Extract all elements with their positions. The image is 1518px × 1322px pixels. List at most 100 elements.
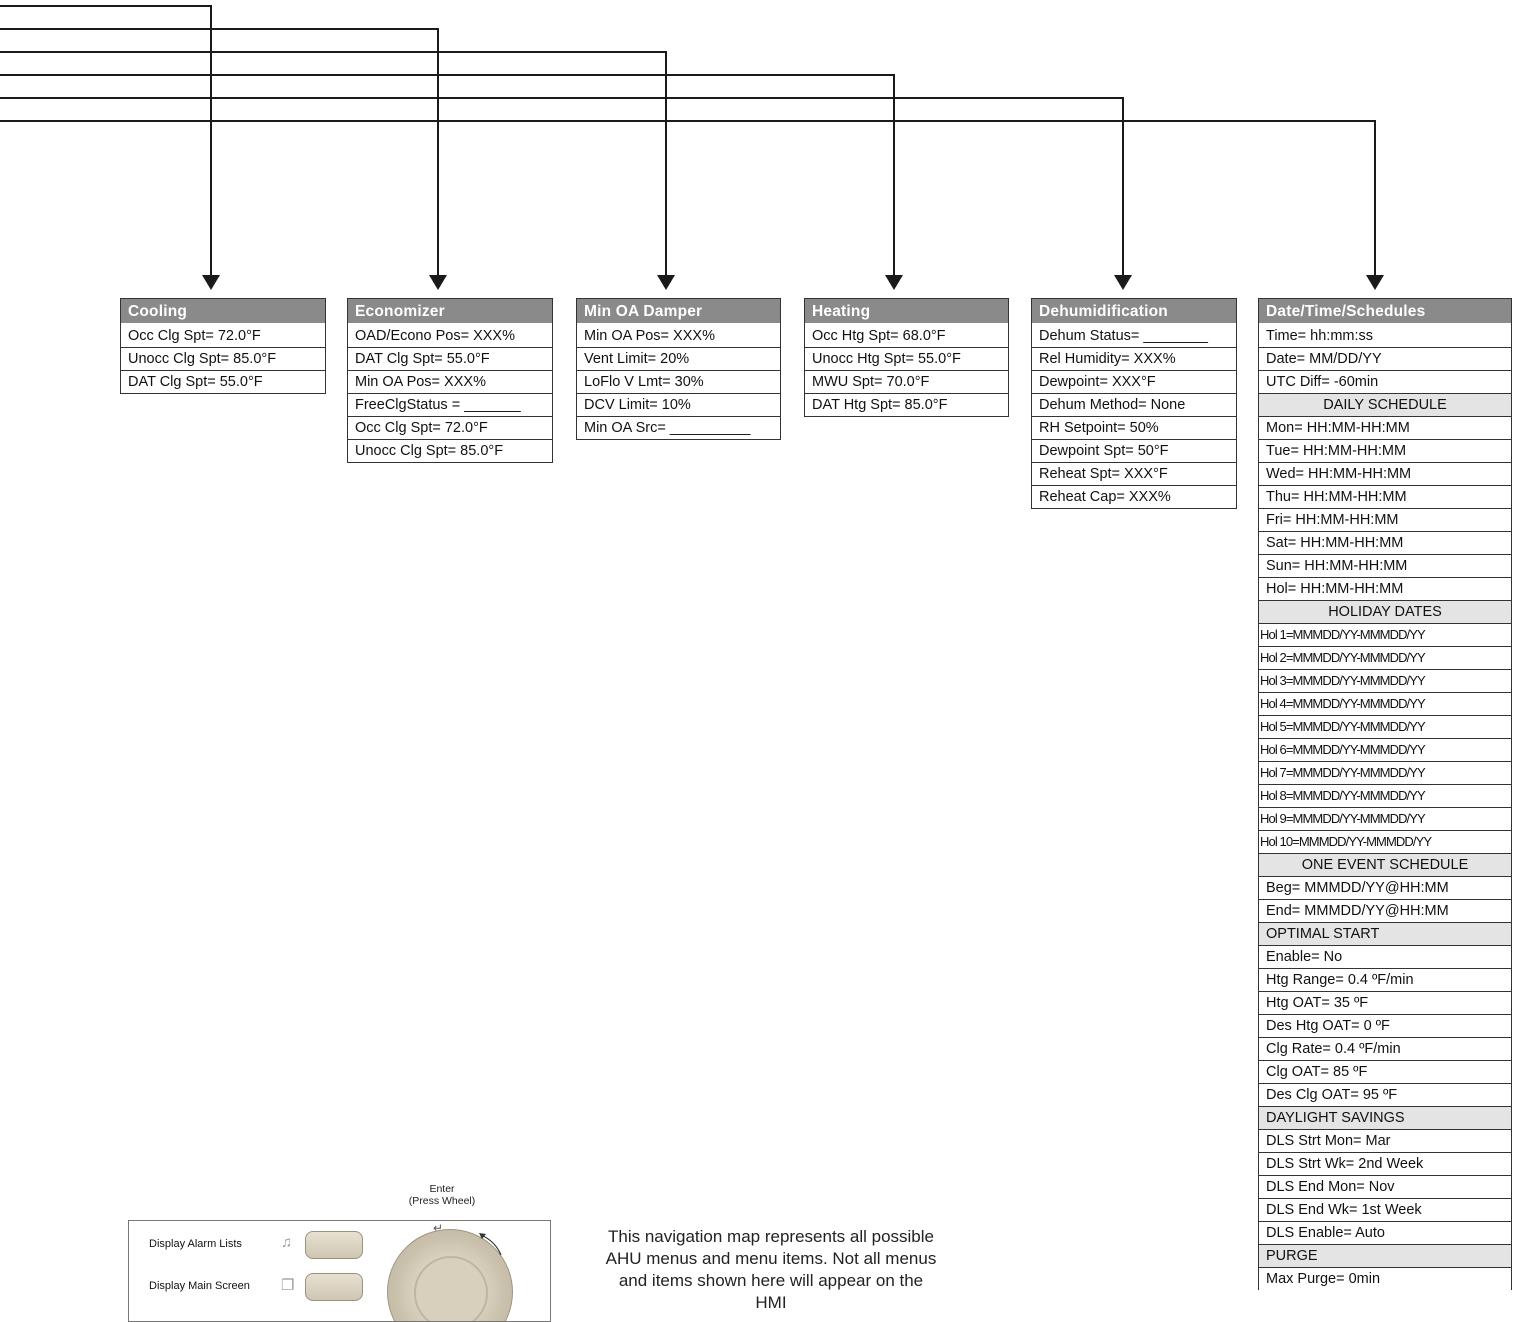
menu-item[interactable]: Min OA Pos= XXX% bbox=[348, 370, 552, 393]
cooling-connector bbox=[0, 5, 212, 276]
menu-item[interactable]: End= MMMDD/YY@HH:MM bbox=[1259, 899, 1511, 922]
menu-item[interactable]: Hol= HH:MM-HH:MM bbox=[1259, 577, 1511, 600]
menu-item[interactable]: DLS End Wk= 1st Week bbox=[1259, 1198, 1511, 1221]
menu-item[interactable]: DLS Strt Wk= 2nd Week bbox=[1259, 1152, 1511, 1175]
menu-items: Occ Clg Spt= 72.0°F Unocc Clg Spt= 85.0°F… bbox=[121, 325, 325, 393]
menu-item[interactable]: Hol 6=MMMDD/YY-MMMDD/YY bbox=[1259, 738, 1511, 761]
menu-item[interactable]: Dewpoint= XXX°F bbox=[1032, 370, 1236, 393]
menu-item[interactable]: Clg OAT= 85 ºF bbox=[1259, 1060, 1511, 1083]
menu-item[interactable]: Des Htg OAT= 0 ºF bbox=[1259, 1014, 1511, 1037]
menu-item[interactable]: DLS Strt Mon= Mar bbox=[1259, 1129, 1511, 1152]
menu-item[interactable]: Date= MM/DD/YY bbox=[1259, 347, 1511, 370]
economizer-menu: Economizer OAD/Econo Pos= XXX% DAT Clg Sp… bbox=[347, 298, 553, 463]
menu-item[interactable]: Hol 2=MMMDD/YY-MMMDD/YY bbox=[1259, 646, 1511, 669]
menu-item[interactable]: Min OA Src= __________ bbox=[577, 416, 780, 439]
enter-label: Enter bbox=[429, 1183, 455, 1195]
date-time-schedules-arrowhead bbox=[1366, 275, 1384, 290]
menu-items: Occ Htg Spt= 68.0°F Unocc Htg Spt= 55.0°F… bbox=[805, 325, 1008, 416]
alarm-list-label: Display Alarm Lists bbox=[149, 1238, 242, 1250]
menu-item[interactable]: Thu= HH:MM-HH:MM bbox=[1259, 485, 1511, 508]
menu-item[interactable]: Min OA Pos= XXX% bbox=[584, 328, 715, 344]
menu-item[interactable]: Hol 4=MMMDD/YY-MMMDD/YY bbox=[1259, 692, 1511, 715]
menu-item[interactable]: Hol 3=MMMDD/YY-MMMDD/YY bbox=[1259, 669, 1511, 692]
enter-caption: Enter (Press Wheel) bbox=[382, 1183, 502, 1207]
menu-item[interactable]: Reheat Spt= XXX°F bbox=[1032, 462, 1236, 485]
menu-item[interactable]: Unocc Clg Spt= 85.0°F bbox=[121, 347, 325, 370]
main-screen-button[interactable] bbox=[305, 1273, 363, 1301]
main-screen-label: Display Main Screen bbox=[149, 1280, 250, 1292]
menu-item[interactable]: DAT Clg Spt= 55.0°F bbox=[121, 370, 325, 393]
menu-item[interactable]: Sun= HH:MM-HH:MM bbox=[1259, 554, 1511, 577]
menu-item[interactable]: Des Clg OAT= 95 ºF bbox=[1259, 1083, 1511, 1106]
economizer-arrowhead bbox=[429, 275, 447, 290]
navigation-note: This navigation map represents all possi… bbox=[605, 1227, 937, 1312]
menu-section-header: DAILY SCHEDULE bbox=[1259, 393, 1511, 416]
menu-item[interactable]: DLS End Mon= Nov bbox=[1259, 1175, 1511, 1198]
menu-item[interactable]: Wed= HH:MM-HH:MM bbox=[1259, 462, 1511, 485]
menu-item[interactable]: Max Purge= 0min bbox=[1259, 1267, 1511, 1290]
menu-item[interactable]: Htg Range= 0.4 ºF/min bbox=[1259, 968, 1511, 991]
alarm-list-button[interactable] bbox=[305, 1231, 363, 1259]
menu-title: Min OA Damper bbox=[577, 299, 780, 325]
dehumidification-connector bbox=[0, 97, 1124, 276]
menu-title: Cooling bbox=[121, 299, 325, 325]
heating-connector bbox=[0, 74, 895, 276]
menu-item[interactable]: OAD/Econo Pos= XXX% bbox=[355, 328, 515, 344]
menu-section-header: DAYLIGHT SAVINGS bbox=[1259, 1106, 1511, 1129]
enter-arrow-icon: ↵ bbox=[433, 1221, 444, 1235]
menu-item[interactable]: RH Setpoint= 50% bbox=[1032, 416, 1236, 439]
menu-item[interactable]: Clg Rate= 0.4 ºF/min bbox=[1259, 1037, 1511, 1060]
menu-item[interactable]: Occ Clg Spt= 72.0°F bbox=[348, 416, 552, 439]
menu-title: Date/Time/Schedules bbox=[1259, 299, 1511, 325]
menu-item[interactable]: Reheat Cap= XXX% bbox=[1032, 485, 1236, 508]
menu-title: Economizer bbox=[348, 299, 552, 325]
menu-item[interactable]: Dehum Status= ________ bbox=[1039, 328, 1208, 344]
menu-item[interactable]: Time= hh:mm:ss bbox=[1266, 328, 1374, 344]
menu-item[interactable]: DAT Clg Spt= 55.0°F bbox=[348, 347, 552, 370]
hmi-keypad-panel: ↵ Display Alarm Lists ♫ Display Main Scr… bbox=[128, 1220, 551, 1322]
menu-item[interactable]: Mon= HH:MM-HH:MM bbox=[1259, 416, 1511, 439]
economizer-connector bbox=[0, 28, 439, 276]
menu-item[interactable]: Fri= HH:MM-HH:MM bbox=[1259, 508, 1511, 531]
menu-section-header: PURGE bbox=[1259, 1244, 1511, 1267]
menu-item[interactable]: Hol 10=MMMDD/YY-MMMDD/YY bbox=[1259, 830, 1511, 853]
menu-item[interactable]: Hol 8=MMMDD/YY-MMMDD/YY bbox=[1259, 784, 1511, 807]
menu-item[interactable]: Hol 7=MMMDD/YY-MMMDD/YY bbox=[1259, 761, 1511, 784]
menu-item[interactable]: LoFlo V Lmt= 30% bbox=[577, 370, 780, 393]
menu-item[interactable]: Occ Clg Spt= 72.0°F bbox=[128, 328, 261, 344]
menu-item[interactable]: Unocc Clg Spt= 85.0°F bbox=[348, 439, 552, 462]
menu-section-header: HOLIDAY DATES bbox=[1259, 600, 1511, 623]
menu-item[interactable]: Dehum Method= None bbox=[1032, 393, 1236, 416]
cooling-arrowhead bbox=[202, 275, 220, 290]
dehumidification-menu: Dehumidification Dehum Status= ________R… bbox=[1031, 298, 1237, 509]
menu-item[interactable]: DAT Htg Spt= 85.0°F bbox=[805, 393, 1008, 416]
menu-item[interactable]: UTC Diff= -60min bbox=[1259, 370, 1511, 393]
bell-icon: ♫ bbox=[281, 1234, 293, 1251]
menu-item[interactable]: Rel Humidity= XXX% bbox=[1032, 347, 1236, 370]
enter-sublabel: (Press Wheel) bbox=[408, 1195, 476, 1207]
menu-item[interactable]: Sat= HH:MM-HH:MM bbox=[1259, 531, 1511, 554]
menu-item[interactable]: Beg= MMMDD/YY@HH:MM bbox=[1259, 876, 1511, 899]
menu-item[interactable]: Occ Htg Spt= 68.0°F bbox=[812, 328, 946, 344]
menu-item[interactable]: Htg OAT= 35 ºF bbox=[1259, 991, 1511, 1014]
menu-section-header: OPTIMAL START bbox=[1259, 922, 1511, 945]
menu-item[interactable]: Hol 5=MMMDD/YY-MMMDD/YY bbox=[1259, 715, 1511, 738]
menu-item[interactable]: FreeClgStatus = _______ bbox=[348, 393, 552, 416]
menu-item[interactable]: DCV Limit= 10% bbox=[577, 393, 780, 416]
screens-icon: ❐ bbox=[281, 1277, 295, 1294]
menu-item[interactable]: Unocc Htg Spt= 55.0°F bbox=[805, 347, 1008, 370]
menu-item[interactable]: Hol 9=MMMDD/YY-MMMDD/YY bbox=[1259, 807, 1511, 830]
menu-item[interactable]: Tue= HH:MM-HH:MM bbox=[1259, 439, 1511, 462]
menu-item[interactable]: Hol 1=MMMDD/YY-MMMDD/YY bbox=[1259, 623, 1511, 646]
menu-item[interactable]: Enable= No bbox=[1259, 945, 1511, 968]
dehumidification-arrowhead bbox=[1114, 275, 1132, 290]
menu-item[interactable]: Dewpoint Spt= 50°F bbox=[1032, 439, 1236, 462]
menu-items: Min OA Pos= XXX% Vent Limit= 20%LoFlo V L… bbox=[577, 325, 780, 439]
menu-item[interactable]: Vent Limit= 20% bbox=[577, 347, 780, 370]
min-oa-damper-menu: Min OA Damper Min OA Pos= XXX% Vent Limit… bbox=[576, 298, 781, 440]
menu-item[interactable]: MWU Spt= 70.0°F bbox=[805, 370, 1008, 393]
menu-item[interactable]: DLS Enable= Auto bbox=[1259, 1221, 1511, 1244]
